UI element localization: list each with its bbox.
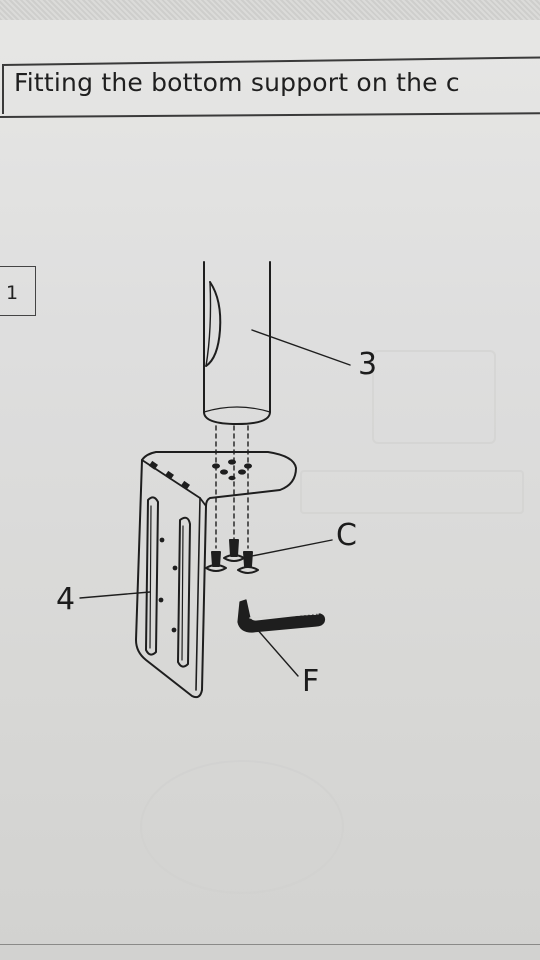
tube-part bbox=[203, 261, 271, 425]
callout-bracket-4: 4 bbox=[56, 582, 76, 617]
screws-part bbox=[205, 539, 259, 574]
show-through-shape bbox=[300, 470, 524, 514]
step-number: 1 bbox=[6, 282, 19, 304]
step-box bbox=[0, 266, 36, 316]
hex-key-part bbox=[237, 599, 326, 633]
previous-page-edge bbox=[0, 0, 540, 20]
alignment-lines bbox=[215, 425, 249, 549]
page-bottom-edge bbox=[0, 944, 540, 945]
bracket-part bbox=[135, 451, 297, 699]
callout-hex-key-f: F bbox=[302, 664, 320, 699]
callout-tube-3: 3 bbox=[358, 347, 378, 382]
show-through-shape bbox=[372, 350, 496, 444]
show-through-shape bbox=[140, 760, 344, 894]
title-box bbox=[2, 66, 540, 114]
leader-lines bbox=[79, 329, 351, 677]
callout-screws-c: C bbox=[336, 518, 357, 553]
page-title: Fitting the bottom support on the c bbox=[14, 68, 460, 97]
